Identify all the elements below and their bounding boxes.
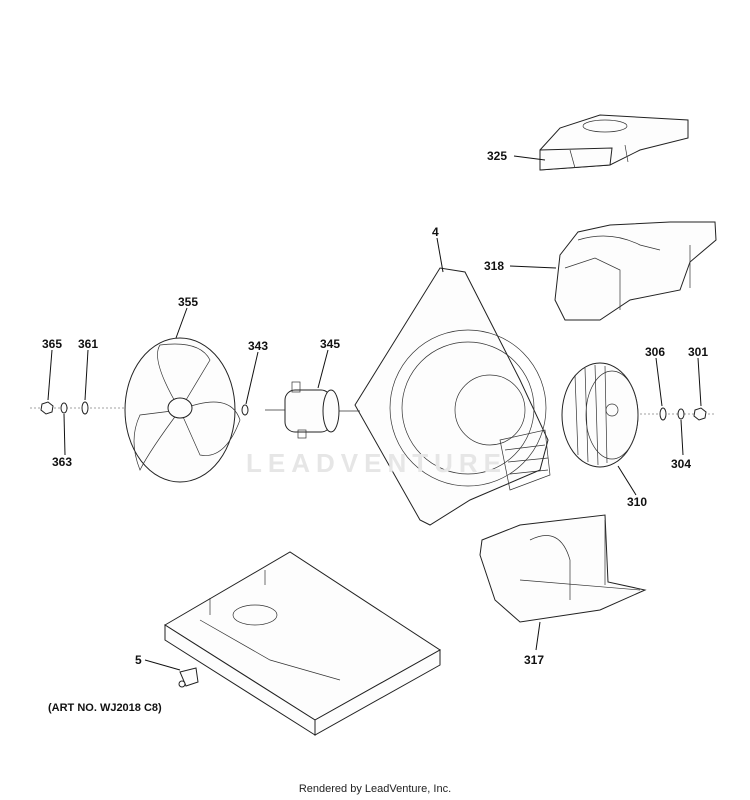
- callout-310[interactable]: 310: [627, 495, 647, 509]
- callout-317[interactable]: 317: [524, 653, 544, 667]
- part-325-duct-cover[interactable]: [539, 114, 689, 171]
- callout-306[interactable]: 306: [645, 345, 665, 359]
- part-361-washer[interactable]: [81, 401, 89, 415]
- watermark-text: LEADVENTURE: [246, 448, 508, 478]
- part-343-washer[interactable]: [241, 404, 249, 416]
- part-304-lockwasher[interactable]: [677, 408, 685, 420]
- part-363-lockwasher[interactable]: [60, 402, 68, 414]
- part-306-washer[interactable]: [659, 407, 667, 421]
- callout-318[interactable]: 318: [484, 259, 504, 273]
- callout-365[interactable]: 365: [42, 337, 62, 351]
- base-pan[interactable]: [164, 551, 441, 736]
- callout-304[interactable]: 304: [671, 457, 691, 471]
- part-318-scroll-top[interactable]: [554, 221, 717, 321]
- callout-345[interactable]: 345: [320, 337, 340, 351]
- footer-credit: Rendered by LeadVenture, Inc.: [298, 783, 452, 795]
- leader-lines: [47, 155, 702, 671]
- part-355-fan-blade[interactable]: [124, 337, 241, 483]
- callout-355[interactable]: 355: [178, 295, 198, 309]
- part-301-nut[interactable]: [693, 407, 707, 421]
- callout-4[interactable]: 4: [432, 225, 439, 239]
- part-310-blower-wheel[interactable]: [561, 362, 639, 468]
- part-317-scroll-bottom[interactable]: [479, 514, 647, 623]
- callout-361[interactable]: 361: [78, 337, 98, 351]
- callout-301[interactable]: 301: [688, 345, 708, 359]
- part-365-nut[interactable]: [40, 401, 54, 415]
- callout-5[interactable]: 5: [135, 653, 142, 667]
- callout-343[interactable]: 343: [248, 339, 268, 353]
- part-5-bracket[interactable]: [178, 667, 199, 688]
- left-hardware-group: [30, 401, 125, 415]
- callout-363[interactable]: 363: [52, 455, 72, 469]
- callout-325[interactable]: 325: [487, 149, 507, 163]
- part-4-blower-shroud[interactable]: [354, 267, 551, 526]
- part-345-fan-motor[interactable]: [265, 381, 360, 439]
- right-hardware-group: [640, 407, 715, 421]
- art-number: (ART NO. WJ2018 C8): [48, 702, 162, 714]
